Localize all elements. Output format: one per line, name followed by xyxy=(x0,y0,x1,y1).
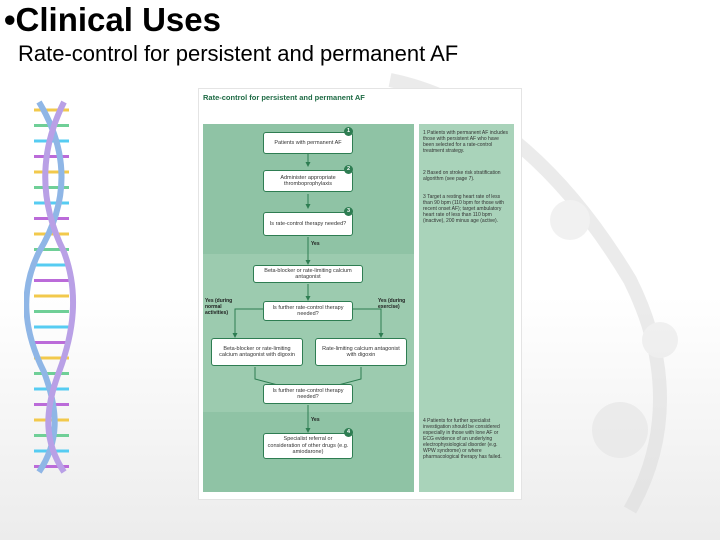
node-further-rate-control-2: Is further rate-control therapy needed? xyxy=(263,384,353,404)
edge-label-yes-normal: Yes (during normal activities) xyxy=(205,298,233,316)
note-2: 2 Based on stroke risk stratification al… xyxy=(423,170,501,182)
edge-label-yes-exercise: Yes (during exercise) xyxy=(378,298,406,310)
flowchart-panel: Patients with permanent AF 1 Administer … xyxy=(203,124,414,492)
step-number-1: 1 xyxy=(344,127,353,136)
node-specialist-referral: Specialist referral or consideration of … xyxy=(263,433,353,459)
dna-helix-decoration xyxy=(24,100,77,474)
step-number-3: 3 xyxy=(344,207,353,216)
slide-title: •Clinical Uses xyxy=(4,1,221,38)
edge-label-yes-2: Yes xyxy=(311,417,320,423)
note-3: 3 Target a resting heart rate of less th… xyxy=(423,194,505,224)
note-4: 4 Patients for further specialist invest… xyxy=(423,418,502,460)
step-number-2: 2 xyxy=(344,165,353,174)
node-patients-permanent-af: Patients with permanent AF xyxy=(263,132,353,154)
flow-arrows xyxy=(232,154,384,433)
node-beta-blocker: Beta-blocker or rate-limiting calcium an… xyxy=(253,265,363,283)
flowchart-figure: Rate-control for persistent and permanen… xyxy=(198,88,522,500)
notes-panel: 1 Patients with permanent AF includes th… xyxy=(419,124,514,492)
figure-title: Rate-control for persistent and permanen… xyxy=(203,93,365,102)
node-beta-blocker-digoxin: Beta-blocker or rate-limiting calcium an… xyxy=(211,338,303,366)
node-thromboprophylaxis: Administer appropriate thromboprophylaxi… xyxy=(263,170,353,192)
step-number-4: 4 xyxy=(344,428,353,437)
note-1: 1 Patients with permanent AF includes th… xyxy=(423,130,509,154)
node-further-rate-control-1: Is further rate-control therapy needed? xyxy=(263,301,353,321)
slide-subtitle: Rate-control for persistent and permanen… xyxy=(18,41,459,66)
node-calcium-digoxin: Rate-limiting calcium antagonist with di… xyxy=(315,338,407,366)
node-rate-control-needed: Is rate-control therapy needed? xyxy=(263,212,353,236)
edge-label-yes-1: Yes xyxy=(311,241,320,247)
